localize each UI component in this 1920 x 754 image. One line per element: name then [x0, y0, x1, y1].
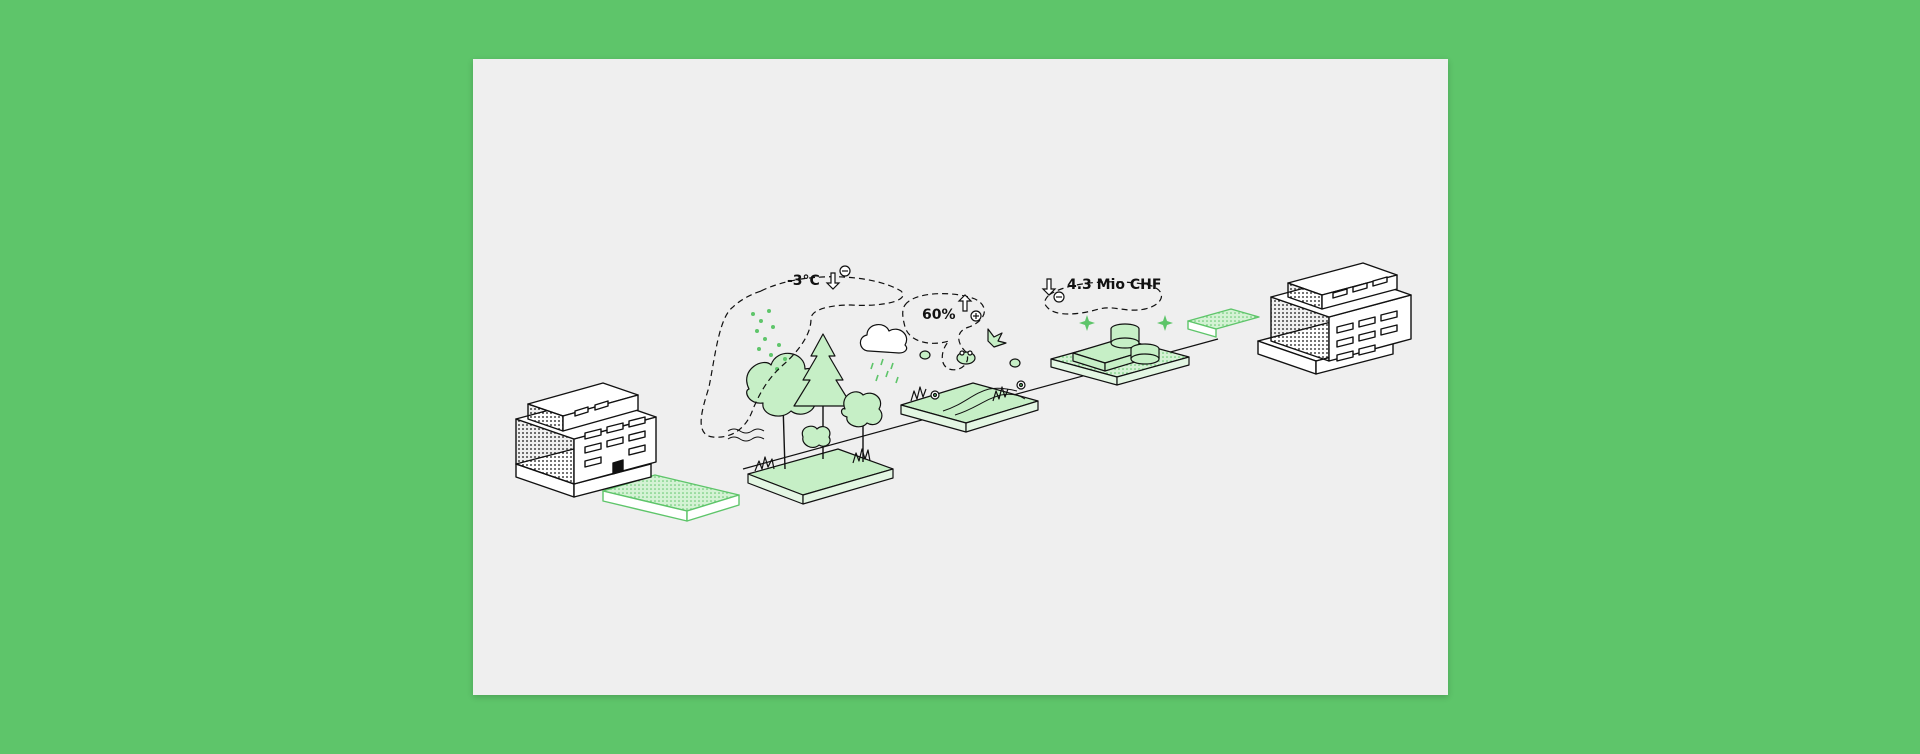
right-building — [1187, 262, 1412, 375]
cooling-spray — [751, 309, 787, 371]
biodiversity-label: 60% — [922, 307, 956, 323]
isometric-illustration: -3°C 60% — [515, 262, 1412, 522]
cost-label: 4.3 Mio CHF — [1067, 277, 1161, 293]
illustration-card: -3°C 60% — [473, 59, 1448, 695]
left-building — [515, 382, 740, 522]
money-tile — [1050, 315, 1190, 386]
arrow-down-minus-icon — [1041, 278, 1065, 303]
arrow-down-minus-icon — [825, 265, 851, 290]
biodiversity-bubble — [902, 293, 985, 371]
cost-bubble — [1044, 281, 1162, 315]
meadow-tile — [900, 328, 1039, 433]
temperature-label: -3°C — [787, 273, 820, 289]
temperature-bubble — [700, 276, 904, 438]
arrow-up-plus-icon — [957, 294, 982, 322]
forest-tile — [727, 324, 908, 505]
